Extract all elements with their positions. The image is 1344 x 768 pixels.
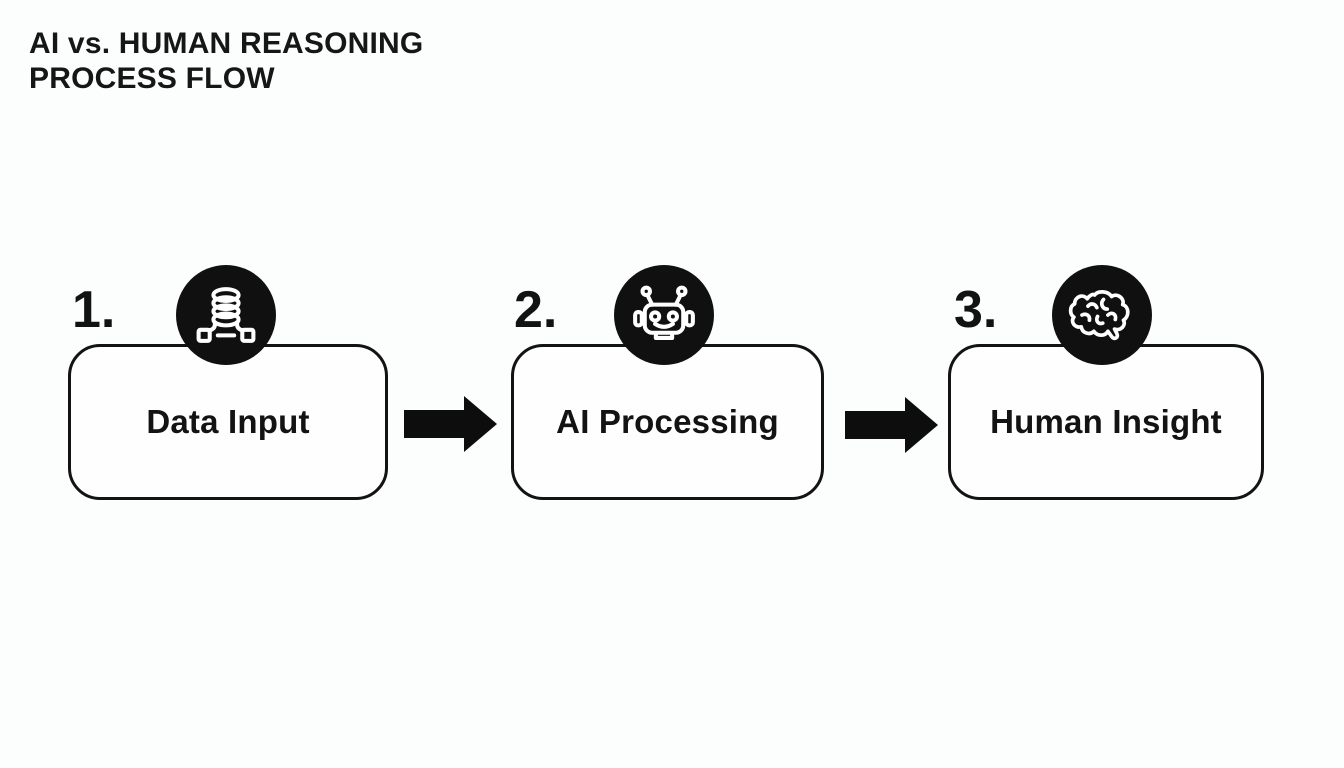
database-network-icon [176,265,276,365]
step-box-data-input: Data Input [68,344,388,500]
step-label: AI Processing [556,403,779,440]
step-box-ai-processing: AI Processing [511,344,824,500]
flow-arrow-2 [845,395,939,455]
step-box-human-insight: Human Insight [948,344,1264,500]
brain-icon [1052,265,1152,365]
page-title-line2: PROCESS FLOW [29,62,275,95]
page-title-line1: AI vs. HUMAN REASONING [29,27,424,60]
flow-arrow-1 [404,394,498,454]
step-number-2: 2. [514,281,558,339]
page-title: AI vs. HUMAN REASONING PROCESS FLOW [29,26,423,96]
step-number-1: 1. [72,281,116,339]
step-label: Human Insight [990,403,1222,440]
step-label: Data Input [146,403,310,440]
robot-icon [614,265,714,365]
step-number-3: 3. [954,281,998,339]
